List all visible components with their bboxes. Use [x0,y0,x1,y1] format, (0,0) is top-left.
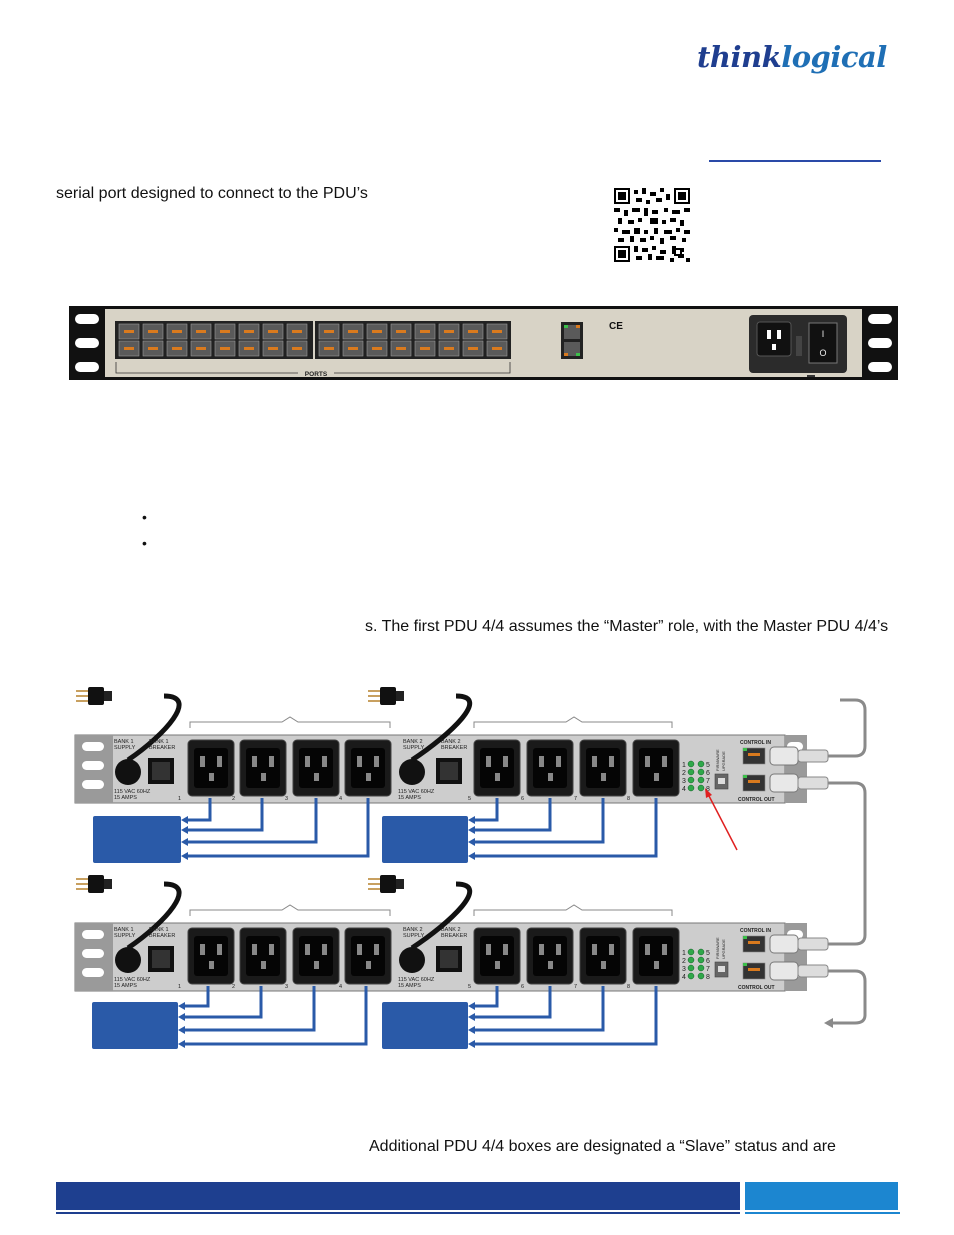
lower-outlet-num-5: 5 [468,984,471,990]
lower-control-in: CONTROL IN [740,928,771,934]
lower-outlet-num-8: 8 [627,984,630,990]
ports-label: PORTS [305,371,328,378]
upper-led-2: 2 [682,770,686,777]
lower-bank2-rating-line1: 115 VAC 60HZ [398,977,435,983]
upper-bank1-rating-line1: 115 VAC 60HZ [114,789,151,795]
upper-led-4: 4 [682,786,686,793]
body-text-line1: serial port designed to connect to the P… [56,185,368,202]
lower-bank1-rating-line2: 15 AMPS [114,983,137,989]
upper-led-3: 3 [682,778,686,785]
lower-led-2: 2 [682,958,686,965]
body-text-line3: Additional PDU 4/4 boxes are designated … [369,1138,836,1155]
lower-bank1-breaker-line1: BANK 1 [149,927,169,933]
header-link-underline[interactable] [709,160,881,162]
upper-bank2-supply-line1: BANK 2 [403,739,423,745]
lower-bank1-supply-line2: SUPPLY [114,933,136,939]
upper-outlet-num-8: 8 [627,796,630,802]
qr-code [614,188,690,262]
upper-outlet-num-4: 4 [339,796,342,802]
logo-think: think [697,40,782,74]
upper-outlet-num-2: 2 [232,796,235,802]
upper-bank1-device [93,798,370,863]
upper-bank1-breaker-line1: BANK 1 [149,739,169,745]
upper-bank1-supply-line1: BANK 1 [114,739,134,745]
lower-bank1-device [92,986,368,1049]
upper-led-8: 8 [706,786,710,793]
lower-firmware-label2: UPGRADE [721,939,726,959]
lower-led-3: 3 [682,966,686,973]
upper-outlet-num-6: 6 [521,796,524,802]
upper-bank2-breaker-line1: BANK 2 [441,739,461,745]
lower-led-7: 7 [706,966,710,973]
upper-outlet-num-5: 5 [468,796,471,802]
lower-bank1-rating-line1: 115 VAC 60HZ [114,977,151,983]
pdu-daisy-chain-diagram: BANK 1 SUPPLY BANK 1 BREAKER 115 VAC 60H… [60,686,867,1049]
upper-led-5: 5 [706,762,710,769]
lower-outlet-num-3: 3 [285,984,288,990]
body-text-line2: s. The first PDU 4/4 assumes the “Master… [365,618,889,635]
lower-bank2-device [382,986,658,1049]
upper-firmware-label1: FIRMWARE [715,749,720,771]
thinklogical-logo: thinklogical [697,40,887,74]
lower-control-out: CONTROL OUT [738,985,775,991]
lower-bank1-supply-line1: BANK 1 [114,927,134,933]
lower-outlet-num-6: 6 [521,984,524,990]
footer-bar [56,1182,740,1210]
upper-outlet-num-7: 7 [574,796,577,802]
lower-bank1-breaker-line2: BREAKER [149,933,175,939]
lower-bank2-breaker-line2: BREAKER [441,933,467,939]
upper-bank1-supply-line2: SUPPLY [114,745,136,751]
upper-firmware-label2: UPGRADE [721,751,726,771]
lower-outlet-num-1: 1 [178,984,181,990]
upper-bank1-breaker-line2: BREAKER [149,745,175,751]
footer-rule-right [745,1212,900,1214]
upper-bank1-rating-line2: 15 AMPS [114,795,137,801]
upper-control-in: CONTROL IN [740,740,771,746]
upper-led-7: 7 [706,778,710,785]
lower-firmware-label1: FIRMWARE [715,937,720,959]
footer-rule-left [56,1212,740,1214]
bullet-2: • [142,535,147,551]
serial-port-rack-panel: PORTS CE I O [69,306,898,380]
lower-outlet-num-2: 2 [232,984,235,990]
lower-outlet-num-4: 4 [339,984,342,990]
lower-led-5: 5 [706,950,710,957]
switch-off-label: O [819,348,826,358]
lower-bank2-breaker-line1: BANK 2 [441,927,461,933]
upper-bank2-device [382,798,658,863]
upper-outlet-num-3: 3 [285,796,288,802]
ce-mark: CE [609,321,623,332]
lower-outlet-num-7: 7 [574,984,577,990]
upper-led-1: 1 [682,762,686,769]
upper-bank2-rating-line1: 115 VAC 60HZ [398,789,435,795]
led-indicator-arrow [707,793,738,851]
bullet-1: • [142,509,147,525]
lower-bank2-rating-line2: 15 AMPS [398,983,421,989]
lower-bank2-supply-line1: BANK 2 [403,927,423,933]
lower-bank2-supply-line2: SUPPLY [403,933,425,939]
switch-on-label: I [822,329,825,339]
lower-led-8: 8 [706,974,710,981]
lower-led-6: 6 [706,958,710,965]
upper-led-6: 6 [706,770,710,777]
upper-bank2-breaker-line2: BREAKER [441,745,467,751]
upper-bank2-supply-line2: SUPPLY [403,745,425,751]
upper-bank2-rating-line2: 15 AMPS [398,795,421,801]
upper-control-out: CONTROL OUT [738,797,775,803]
upper-outlet-num-1: 1 [178,796,181,802]
logo-logical: logical [781,40,887,74]
lower-led-1: 1 [682,950,686,957]
lower-led-4: 4 [682,974,686,981]
control-chain-cables [828,698,867,1025]
footer-page-box [745,1182,898,1210]
